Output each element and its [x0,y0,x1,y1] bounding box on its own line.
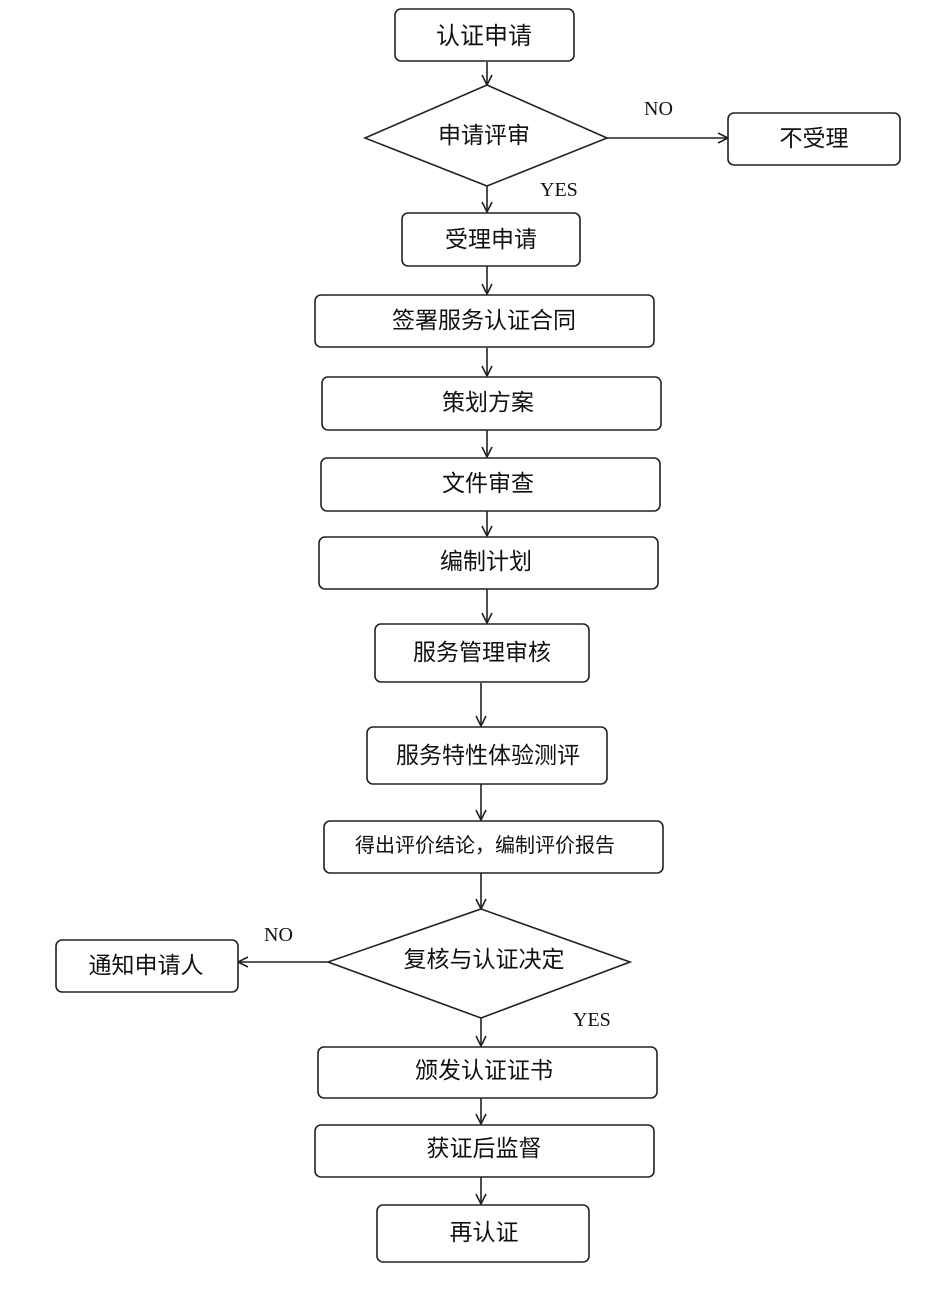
node-conclusion-report-box [323,820,664,874]
node-issue-cert-label: 颁发认证证书 [415,1058,553,1084]
node-make-plan: 编制计划 [318,536,659,590]
node-sign-contract-label: 签署服务认证合同 [392,308,576,334]
node-experience-eval-box [366,726,608,785]
node-plan-scheme-box [321,376,662,431]
node-conclusion-report: 得出评价结论，编制评价报告 [323,820,664,874]
decision-diamond-review [362,84,610,187]
node-apply: 认证申请 [394,8,575,62]
node-recert: 再认证 [376,1204,590,1263]
node-doc-review: 文件审查 [320,457,661,512]
node-surveillance-box [314,1124,655,1178]
node-accept-label: 受理申请 [445,227,537,253]
node-reject-label: 不受理 [780,126,849,152]
node-notify-applicant-label: 通知申请人 [89,953,204,979]
label-no-reject: NO [644,98,673,120]
node-experience-eval-label: 服务特性体验测评 [396,743,580,769]
node-sign-contract: 签署服务认证合同 [314,294,655,348]
node-decision: 复核与认证决定 [325,908,633,1019]
label-yes-issue: YES [573,1009,611,1031]
node-accept: 受理申请 [401,212,581,267]
node-doc-review-box [320,457,661,512]
node-recert-box [376,1204,590,1263]
node-doc-review-label: 文件审查 [442,471,534,497]
label-yes-accept: YES [540,179,578,201]
label-no-notify: NO [264,924,293,946]
node-mgmt-audit-label: 服务管理审核 [413,640,551,666]
node-mgmt-audit-box [374,623,590,683]
node-accept-box [401,212,581,267]
connectors [238,62,728,1204]
node-make-plan-box [318,536,659,590]
node-notify-applicant: 通知申请人 [55,939,239,993]
node-decision-label: 复核与认证决定 [404,947,565,973]
node-issue-cert-box [317,1046,658,1099]
node-apply-box [394,8,575,62]
node-apply-label: 认证申请 [436,22,532,50]
decision-diamond-final [325,908,633,1019]
node-plan-scheme: 策划方案 [321,376,662,431]
node-conclusion-report-label: 得出评价结论，编制评价报告 [355,833,615,857]
node-notify-applicant-box [55,939,239,993]
node-issue-cert: 颁发认证证书 [317,1046,658,1099]
node-sign-contract-box [314,294,655,348]
node-make-plan-label: 编制计划 [440,549,532,575]
node-plan-scheme-label: 策划方案 [442,390,534,416]
node-experience-eval: 服务特性体验测评 [366,726,608,785]
node-recert-label: 再认证 [450,1220,519,1246]
node-reject-box [727,112,901,166]
node-reject: 不受理 [727,112,901,166]
node-review-application-label: 申请评审 [438,123,530,149]
node-surveillance-label: 获证后监督 [427,1136,542,1162]
node-surveillance: 获证后监督 [314,1124,655,1178]
node-review-application: 申请评审 [362,84,610,187]
node-mgmt-audit: 服务管理审核 [374,623,590,683]
